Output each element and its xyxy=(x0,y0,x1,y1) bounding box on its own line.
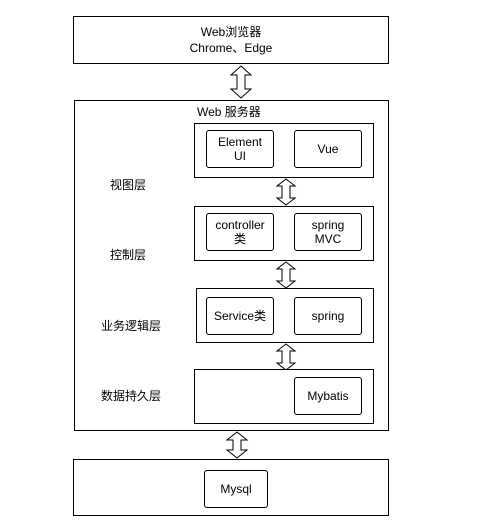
double-arrow-icon xyxy=(229,65,253,99)
spring-mvc-label: spring MVC xyxy=(311,218,345,246)
browser-box: Web浏览器 Chrome、Edge xyxy=(73,16,389,64)
spring-mvc-box: spring MVC xyxy=(294,213,362,251)
service-label: Service类 xyxy=(213,309,266,323)
browser-subtitle: Chrome、Edge xyxy=(189,41,273,55)
service-box: Service类 xyxy=(206,297,274,335)
mysql-label: Mysql xyxy=(220,482,252,496)
double-arrow-icon xyxy=(275,178,297,206)
spring-label: spring xyxy=(311,309,345,323)
layer-label-control: 控制层 xyxy=(110,248,147,262)
vue-box: Vue xyxy=(294,130,362,168)
controller-box: controller 类 xyxy=(206,213,274,251)
element-ui-box: Element UI xyxy=(206,130,274,168)
element-ui-label: Element UI xyxy=(217,135,263,163)
vue-label: Vue xyxy=(317,142,339,156)
spring-box: spring xyxy=(294,297,362,335)
server-title: Web 服务器 xyxy=(197,105,261,119)
layer-label-view: 视图层 xyxy=(110,178,147,192)
double-arrow-icon xyxy=(225,431,249,459)
layer-label-persistence: 数据持久层 xyxy=(101,389,162,403)
double-arrow-icon xyxy=(275,261,297,289)
double-arrow-icon xyxy=(275,343,297,371)
mybatis-box: Mybatis xyxy=(294,377,362,415)
browser-title: Web浏览器 xyxy=(200,25,262,39)
mysql-box: Mysql xyxy=(204,470,268,508)
layer-label-business: 业务逻辑层 xyxy=(101,319,162,333)
mybatis-label: Mybatis xyxy=(307,389,349,403)
controller-label: controller 类 xyxy=(215,218,265,246)
